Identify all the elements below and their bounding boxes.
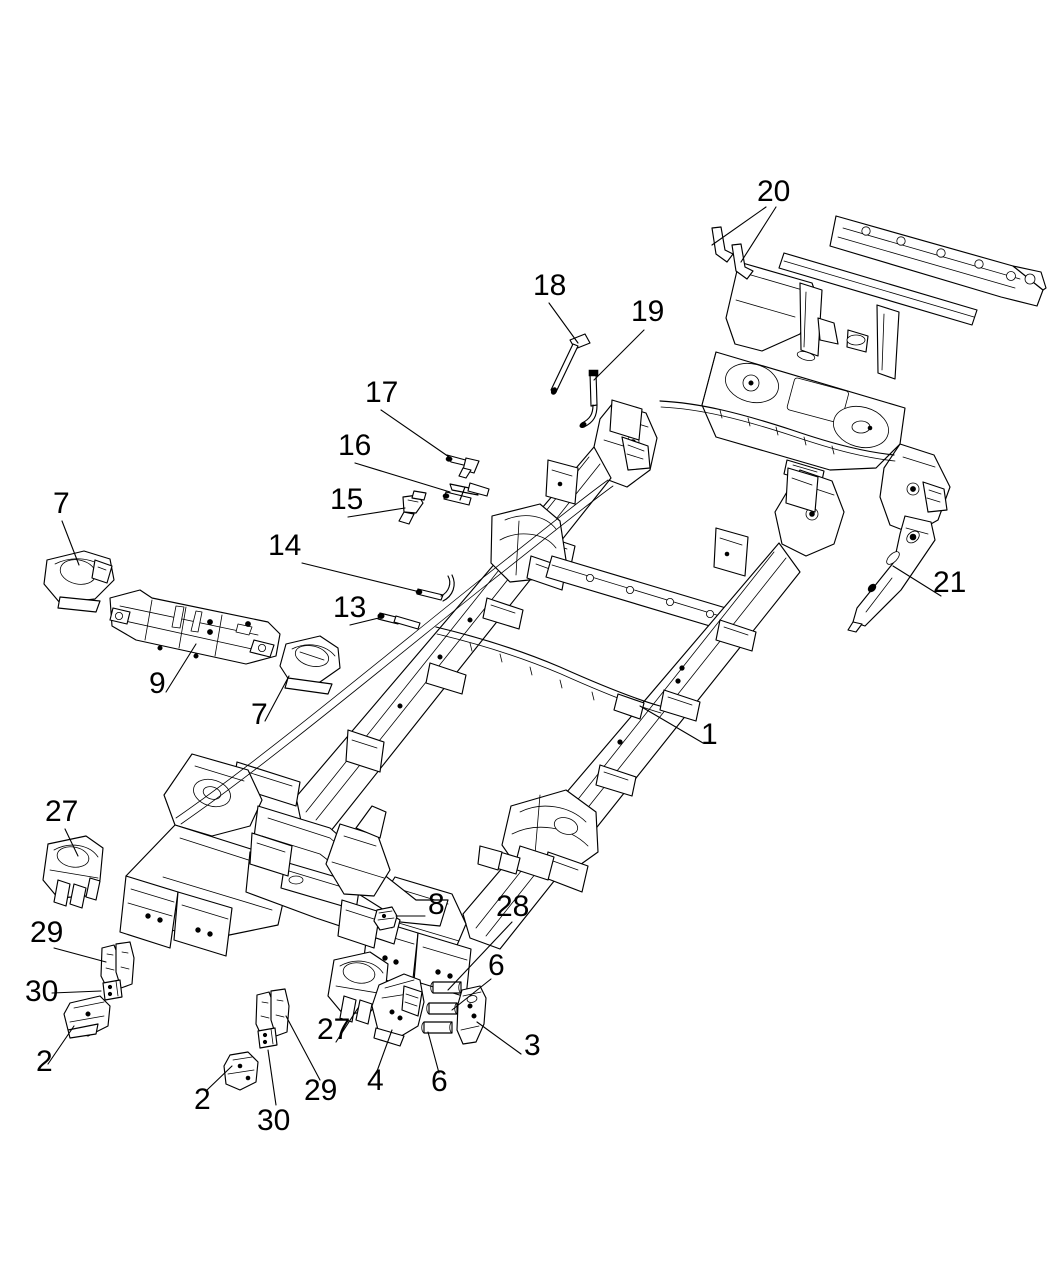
- callout-8: 8: [428, 888, 445, 921]
- part-15-bracket: [398, 490, 427, 525]
- frame-tube-run: [435, 626, 662, 720]
- part-13-clip: [377, 612, 421, 630]
- callout-29-a: 29: [30, 916, 64, 949]
- callout-27-b: 27: [317, 1013, 351, 1046]
- part-9-crossmember: [109, 589, 281, 665]
- callout-7-b: 7: [251, 698, 268, 731]
- callout-13: 13: [333, 591, 367, 624]
- part-30b-plate: [257, 1027, 278, 1049]
- part-30a-plate: [102, 979, 123, 1001]
- callout-20: 20: [757, 175, 791, 208]
- callout-9: 9: [149, 667, 166, 700]
- frame-rear-section: [659, 215, 1047, 535]
- part-8-cage-nut: [373, 906, 398, 931]
- callout-6-a: 6: [488, 949, 505, 982]
- callout-3: 3: [524, 1029, 541, 1062]
- part-20-hook-clip-b: [731, 243, 754, 280]
- callout-19: 19: [631, 295, 665, 328]
- callout-18: 18: [533, 269, 567, 302]
- callout-30-a: 30: [25, 975, 59, 1008]
- callout-1: 1: [701, 718, 718, 751]
- part-17-clip: [445, 454, 480, 479]
- part-4-engine-mount: [371, 973, 425, 1047]
- callout-7-a: 7: [53, 487, 70, 520]
- callout-2-b: 2: [194, 1083, 211, 1116]
- callout-14: 14: [268, 529, 302, 562]
- part-2b-bracket: [223, 1051, 259, 1091]
- part-16-clip: [442, 482, 490, 506]
- callout-6-b: 6: [431, 1065, 448, 1098]
- callout-29-b: 29: [304, 1074, 338, 1107]
- part-27b-shock-mount: [327, 951, 389, 1025]
- callout-30-b: 30: [257, 1104, 291, 1137]
- frame-assembly: [119, 215, 1047, 998]
- callout-17: 17: [365, 376, 399, 409]
- callout-2-a: 2: [36, 1045, 53, 1078]
- part-27a-shock-mount: [42, 835, 104, 909]
- callout-28: 28: [496, 890, 530, 923]
- part-6a-spacer: [426, 1002, 458, 1015]
- part-28-spacer: [430, 981, 462, 994]
- frame-left-rail: [119, 402, 747, 957]
- callout-15: 15: [330, 483, 364, 516]
- part-14-clip: [415, 574, 455, 602]
- part-6b-spacer: [421, 1021, 453, 1034]
- part-18-pin: [550, 333, 591, 395]
- frame-mid-brackets: [249, 399, 819, 877]
- part-7b-body-mount: [279, 635, 341, 695]
- part-7a-body-mount: [43, 550, 115, 613]
- callout-21: 21: [933, 566, 967, 599]
- callout-16: 16: [338, 429, 372, 462]
- part-2a-bracket: [63, 995, 111, 1039]
- part-21-reinforcement: [847, 515, 936, 633]
- callout-27-a: 27: [45, 795, 79, 828]
- callout-leaders: [47, 206, 942, 1106]
- callout-4: 4: [367, 1064, 384, 1097]
- front-crossmember-cradle: [245, 805, 555, 949]
- part-19-bent-rod: [579, 369, 599, 428]
- part-29b-tow-hook: [255, 988, 290, 1040]
